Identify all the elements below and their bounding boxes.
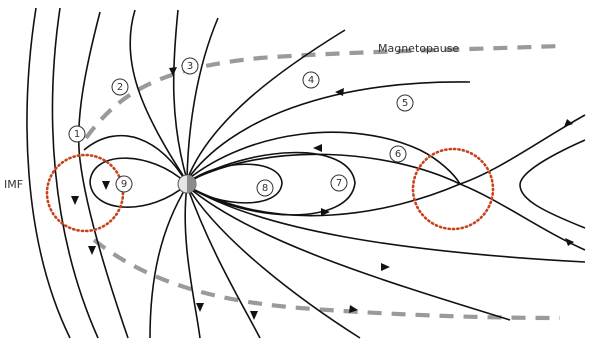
marker-number: 6 [395, 149, 401, 160]
field-line-2 [129, 9, 187, 181]
imf-label: IMF [4, 178, 23, 191]
marker-number: 8 [262, 183, 268, 194]
marker-number: 7 [336, 178, 342, 189]
arrow-8 [71, 196, 79, 205]
arrow-7 [102, 181, 110, 190]
marker-8: 8 [256, 179, 274, 197]
planet-night-side [187, 175, 196, 193]
marker-circle [181, 57, 199, 75]
reconnection-regions [45, 147, 495, 233]
field-line-5 [186, 131, 461, 185]
field-line-6-inner-lower [186, 183, 461, 217]
arrow-5 [321, 208, 330, 216]
dayside-reconnection-circle [45, 153, 125, 233]
field-line-1b [83, 134, 187, 183]
field-line-8-loop [186, 163, 283, 204]
marker-6: 6 [389, 145, 407, 163]
marker-circle [330, 174, 348, 192]
marker-1: 1 [68, 125, 86, 143]
marker-circle [68, 125, 86, 143]
marker-9: 9 [115, 175, 133, 193]
field-line-tail-right [519, 139, 586, 229]
field-line-lower-3 [186, 185, 261, 339]
marker-number: 9 [121, 179, 127, 190]
field-line-lower-5 [186, 185, 511, 321]
arrow-10 [196, 303, 204, 312]
marker-circle [396, 94, 414, 112]
marker-number: 4 [308, 75, 314, 86]
marker-5: 5 [396, 94, 414, 112]
imf-line-2 [51, 7, 99, 339]
arrow-14 [349, 305, 358, 313]
marker-circle [256, 179, 274, 197]
marker-number: 2 [117, 82, 123, 93]
field-line-lower-4 [186, 185, 361, 339]
magnetopause-label: Magnetopause [378, 42, 459, 55]
field-line-3 [172, 9, 188, 181]
field-arrows [71, 65, 574, 320]
arrow-9 [88, 246, 96, 255]
marker-circle [302, 71, 320, 89]
field-line-lower-2 [184, 185, 201, 339]
arrow-13 [565, 238, 574, 246]
marker-number: 1 [74, 129, 80, 140]
magnetopause-lower [92, 238, 561, 321]
magnetopause-upper [84, 43, 561, 140]
marker-number: 5 [402, 98, 408, 109]
arrow-12 [564, 119, 573, 127]
marker-circle [115, 175, 133, 193]
arrow-2 [169, 67, 177, 76]
field-lines [26, 7, 586, 339]
marker-number: 3 [187, 61, 193, 72]
marker-circle [111, 78, 129, 96]
marker-7: 7 [330, 174, 348, 192]
marker-2: 2 [111, 78, 129, 96]
field-line-6-inner-upper [186, 153, 461, 185]
field-line-lower-6 [186, 185, 586, 263]
planet-earth [177, 174, 197, 194]
arrow-3 [335, 88, 344, 96]
field-line-1 [77, 11, 129, 339]
arrow-11 [250, 311, 258, 320]
marker-4: 4 [302, 71, 320, 89]
marker-circle [389, 145, 407, 163]
field-line-7-loop [186, 151, 356, 216]
arrow-4 [313, 144, 322, 152]
numbered-markers: 1 2 3 4 5 6 7 8 9 [68, 57, 414, 197]
arrow-6 [381, 263, 390, 271]
field-line-4a [186, 29, 346, 181]
magnetopause-boundary [84, 43, 561, 321]
field-line-3b [186, 17, 219, 181]
field-line-9-loop [89, 157, 187, 208]
marker-3: 3 [181, 57, 199, 75]
imf-line-1 [26, 7, 71, 339]
field-line-4 [186, 81, 471, 181]
tail-reconnection-circle [411, 147, 495, 231]
field-line-lower-1 [149, 185, 188, 339]
